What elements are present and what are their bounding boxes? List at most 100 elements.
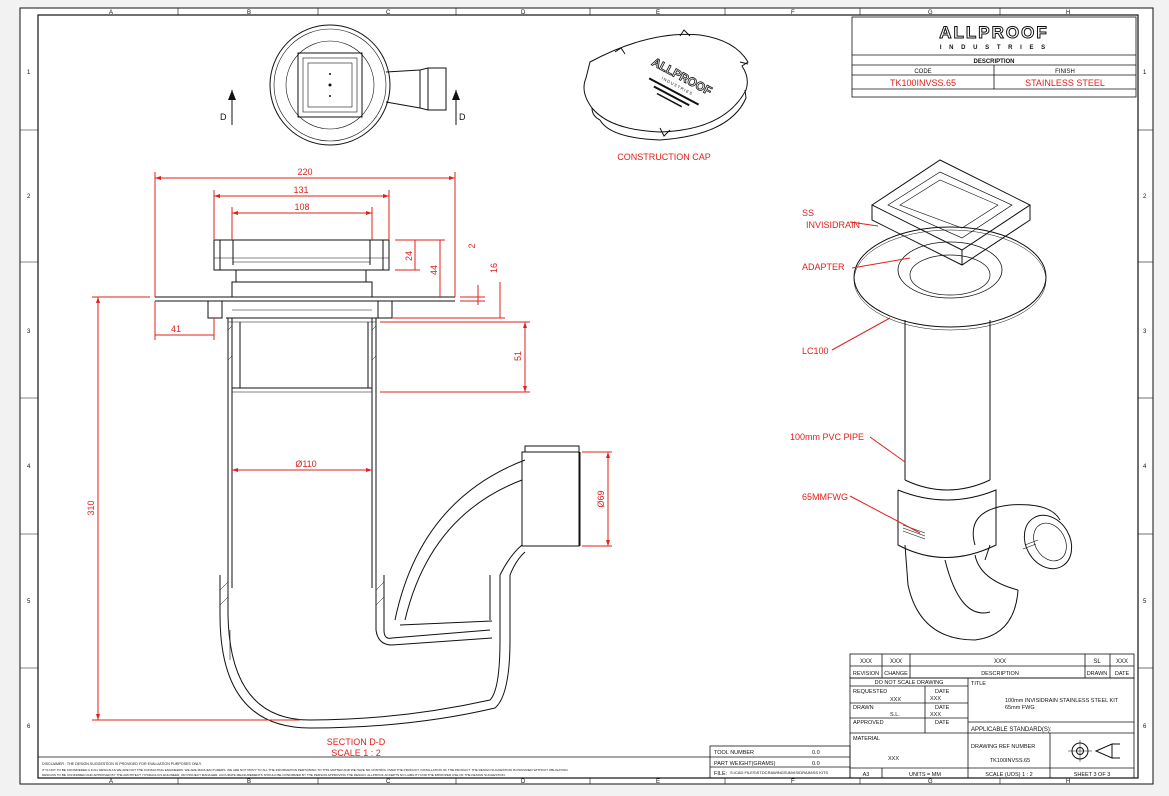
svg-text:S.L.: S.L.: [890, 712, 900, 718]
svg-text:XXX: XXX: [890, 697, 901, 703]
svg-text:APPLICABLE STANDARD(S):: APPLICABLE STANDARD(S):: [971, 727, 1052, 733]
dim-131: 131: [293, 185, 308, 195]
svg-text:SHEET 3 OF 3: SHEET 3 OF 3: [1074, 772, 1111, 778]
col-label: G: [928, 10, 933, 16]
title-block: DO NOT SCALE DRAWING REQUESTED XXX DATE …: [849, 677, 1135, 779]
product-finish: STAINLESS STEEL: [1025, 78, 1105, 88]
svg-text:DISCLAIMER : THE DESIGN SUGGES: DISCLAIMER : THE DESIGN SUGGESTION IS PR…: [42, 762, 202, 766]
header-block: ALLPROOF I N D U S T R I E S DESCRIPTION…: [851, 16, 1137, 98]
svg-text:DRAWN: DRAWN: [853, 705, 874, 711]
row-label: 1: [1143, 70, 1147, 76]
top-view: D D: [220, 24, 466, 146]
col-label: C: [386, 10, 391, 16]
callout-adapter: ADAPTER: [802, 262, 845, 272]
dim-220: 220: [297, 167, 312, 177]
product-code: TK100INVSS.65: [890, 78, 956, 88]
code-label: CODE: [914, 69, 931, 75]
svg-text:DATE: DATE: [935, 705, 950, 711]
finish-label: FINISH: [1055, 69, 1075, 75]
dim-44: 44: [429, 265, 439, 275]
svg-text:MATERIAL: MATERIAL: [853, 736, 880, 742]
row-label: 6: [27, 724, 31, 730]
svg-text:XXX: XXX: [1116, 659, 1128, 665]
svg-text:DATE: DATE: [935, 720, 950, 726]
section-marker-right: D: [459, 112, 466, 122]
section-marker-left: D: [220, 112, 227, 122]
svg-text:FILE:: FILE:: [714, 771, 728, 777]
callout-pvc-pipe: 100mm PVC PIPE: [790, 432, 864, 442]
dim-110: Ø110: [295, 459, 316, 469]
callout-ss: SS: [802, 208, 814, 218]
row-label: 4: [1143, 464, 1147, 470]
svg-text:IT IS NOT TO BE CONSIDERED A F: IT IS NOT TO BE CONSIDERED A FULL DESIGN…: [42, 768, 568, 772]
svg-text:0.0: 0.0: [812, 750, 820, 756]
col-label: F: [791, 10, 795, 16]
svg-text:PART WEIGHT(GRAMS): PART WEIGHT(GRAMS): [714, 761, 776, 767]
row-label: 4: [27, 464, 31, 470]
svg-text:XXX: XXX: [888, 756, 899, 762]
svg-text:XXX: XXX: [860, 659, 872, 665]
col-label: B: [247, 779, 251, 785]
row-label: 2: [1143, 194, 1147, 200]
disclaimer: DISCLAIMER : THE DESIGN SUGGESTION IS PR…: [38, 756, 710, 777]
allproof-logo: ALLPROOF I N D U S T R I E S: [939, 23, 1049, 52]
row-label: 3: [1143, 329, 1147, 335]
col-label: H: [1066, 10, 1070, 16]
dim-2: 2: [467, 243, 477, 248]
svg-text:S:\CAD FILES\STDCRAWINGS\INVIS: S:\CAD FILES\STDCRAWINGS\INVISIDRAIN\SS …: [730, 770, 828, 775]
col-label: D: [521, 779, 526, 785]
isometric-view: SS INVISIDRAIN ADAPTER LC100 100mm PVC P…: [790, 159, 1073, 641]
svg-text:REQUESTED: REQUESTED: [853, 689, 887, 695]
svg-text:DRAWING REF NUMBER: DRAWING REF NUMBER: [971, 744, 1035, 750]
col-label: A: [109, 779, 113, 785]
col-label: A: [109, 10, 113, 16]
drawing-title: 100mm INVISIDRAIN STAINLESS STEEL KIT: [1005, 698, 1119, 704]
tool-block: TOOL NUMBER 0.0 PART WEIGHT(GRAMS) 0.0 F…: [709, 745, 851, 779]
svg-text:I N D U S T R I E S: I N D U S T R I E S: [940, 45, 1048, 51]
svg-text:DRAWN: DRAWN: [1087, 671, 1108, 677]
svg-text:SCALE (UOS) 1 : 2: SCALE (UOS) 1 : 2: [985, 772, 1032, 778]
section-view: 220 131 108 24 44 2 16 41 51 Ø110 310 Ø6…: [86, 167, 612, 758]
svg-text:TOOL NUMBER: TOOL NUMBER: [714, 750, 754, 756]
do-not-scale: DO NOT SCALE DRAWING: [875, 680, 944, 686]
dim-69: Ø69: [596, 490, 606, 507]
svg-text:XXX: XXX: [930, 712, 941, 718]
dim-16: 16: [489, 263, 499, 273]
grid-border: A B C D E F G H A B C D E F G H 1 2 3 4 …: [20, 8, 1153, 785]
construction-cap-label: CONSTRUCTION CAP: [617, 152, 711, 162]
revision-table: XXX XXX XXX SL XXX REVISION CHANGE DESCR…: [849, 653, 1135, 679]
dim-310: 310: [86, 500, 96, 515]
col-label: H: [1066, 779, 1070, 785]
dim-108: 108: [294, 202, 309, 212]
svg-text:DATE: DATE: [935, 689, 950, 695]
row-label: 2: [27, 194, 31, 200]
row-label: 1: [27, 70, 31, 76]
dim-51: 51: [513, 351, 523, 361]
svg-text:XXX: XXX: [994, 659, 1006, 665]
svg-text:0.0: 0.0: [812, 761, 820, 767]
row-label: 3: [27, 329, 31, 335]
callout-invisidrain: INVISIDRAIN: [806, 220, 860, 230]
col-label: E: [656, 10, 660, 16]
drawing-ref: TK100INVSS.65: [990, 758, 1030, 764]
svg-text:65mm FWG: 65mm FWG: [1005, 705, 1035, 711]
svg-text:CHANGE: CHANGE: [884, 671, 908, 677]
scale-title: SCALE 1 : 2: [331, 748, 381, 758]
dim-24: 24: [404, 251, 414, 261]
section-title: SECTION D-D: [327, 737, 386, 747]
svg-text:XXX: XXX: [930, 696, 941, 702]
col-label: B: [247, 10, 251, 16]
callout-lc100: LC100: [802, 346, 829, 356]
callout-fwg: 65MMFWG: [802, 492, 848, 502]
svg-text:ALLPROOF: ALLPROOF: [939, 23, 1049, 42]
svg-text:XXX: XXX: [890, 659, 902, 665]
col-label: D: [521, 10, 526, 16]
svg-text:SL: SL: [1093, 659, 1101, 665]
description-label: DESCRIPTION: [973, 59, 1014, 65]
row-label: 5: [27, 599, 31, 605]
projection-symbol-icon: [1068, 740, 1120, 762]
svg-text:DESCRIPTION: DESCRIPTION: [981, 671, 1019, 677]
svg-text:APPROVED: APPROVED: [853, 720, 884, 726]
row-label: 6: [1143, 724, 1147, 730]
